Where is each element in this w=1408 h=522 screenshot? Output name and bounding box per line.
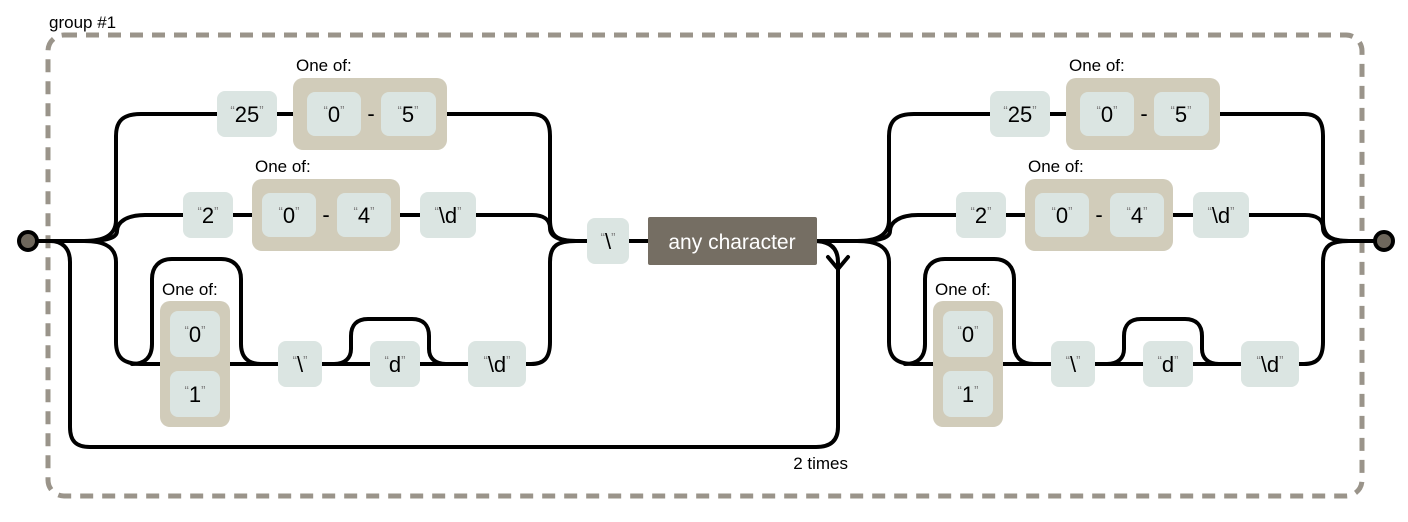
literal-d: “d”: [385, 352, 406, 377]
rail-skip-class01: [130, 257, 263, 366]
group-label: group #1: [49, 13, 116, 32]
literal-0-middle: “0”: [279, 203, 300, 228]
end-terminal: [1373, 230, 1395, 252]
literal-box-0-top: [307, 92, 361, 136]
one-of-label-top: One of:: [296, 56, 352, 75]
octet-alternation-left: One of: “25” “0” - “5” One of: “2” “0” -…: [82, 56, 578, 427]
any-character-box: [648, 217, 817, 265]
range-dash-top: -: [367, 101, 374, 126]
any-character-label: any character: [668, 231, 795, 254]
literal-box-backslash-d-middle: [420, 192, 476, 238]
literal-box-backslash-bottom: [278, 341, 322, 387]
rail-skip-d: [332, 317, 448, 366]
literal-0-bottom: “0”: [185, 322, 206, 347]
literal-2: “2”: [198, 203, 219, 228]
literal-box-4: [337, 193, 391, 237]
literal-box-25: [217, 91, 277, 137]
literal-backslash-separator: “\”: [601, 229, 616, 254]
literal-1: “1”: [185, 382, 206, 407]
literal-0-top: “0”: [324, 102, 345, 127]
literal-box-d: [370, 341, 420, 387]
range-dash-middle: -: [322, 202, 329, 227]
start-terminal: [17, 230, 39, 252]
literal-box-0-bottom: [170, 311, 220, 357]
literal-box-2: [183, 192, 233, 238]
literal-box-1: [170, 371, 220, 417]
literal-4: “4”: [354, 203, 375, 228]
group-border: [45, 32, 1365, 499]
arrow-down-icon: [826, 255, 850, 271]
octet-alternation-right: [855, 54, 1351, 429]
literal-backslash-d-middle: “\d”: [434, 203, 461, 228]
literal-box-0-middle: [262, 193, 316, 237]
one-of-label-bottom: One of:: [162, 280, 218, 299]
literal-backslash-d-bottom: “\d”: [483, 352, 510, 377]
repeat-count-label: 2 times: [793, 454, 848, 473]
literal-box-backslash-d-bottom: [468, 341, 526, 387]
rail-repeat-loop: [48, 239, 840, 449]
literal-25: “25”: [230, 102, 263, 127]
literal-box-5: [381, 92, 436, 136]
literal-5: “5”: [398, 102, 419, 127]
literal-box-backslash-separator: [587, 218, 629, 264]
one-of-label-middle: One of:: [255, 157, 311, 176]
literal-backslash-bottom: “\”: [293, 352, 308, 377]
